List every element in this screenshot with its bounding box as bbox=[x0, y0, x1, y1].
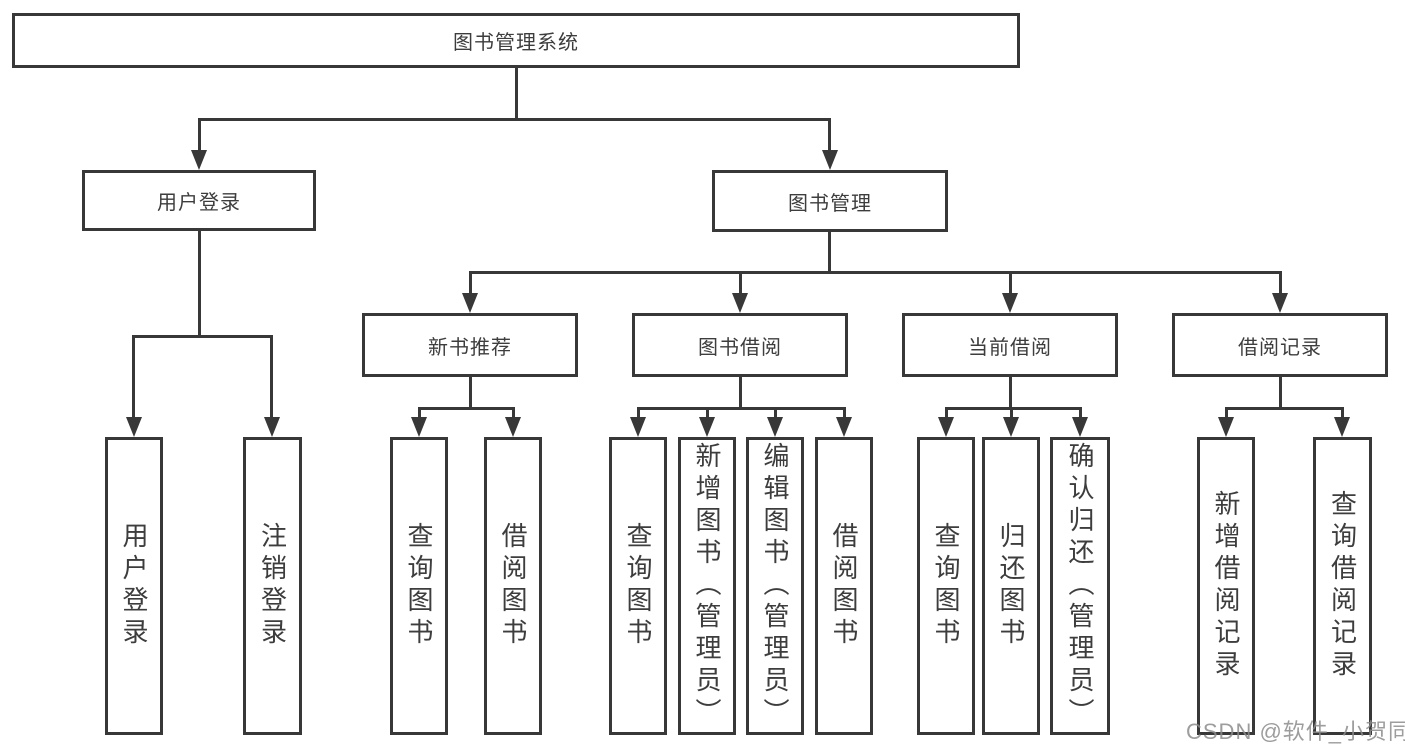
arrow-down-icon bbox=[505, 417, 521, 437]
arrow-down-icon bbox=[462, 293, 478, 313]
leaf-current-confirm-admin-label: 确认归还（管理员） bbox=[1065, 442, 1095, 730]
arrow-down-icon bbox=[191, 150, 207, 170]
arrow-down-icon bbox=[767, 417, 783, 437]
watermark: CSDN @软件_小贺同学 bbox=[1186, 719, 1405, 744]
connector-line bbox=[270, 335, 273, 419]
leaf-borrow-edit-admin: 编辑图书（管理员） bbox=[746, 437, 804, 735]
connector-line bbox=[1279, 271, 1282, 295]
leaf-current-query-label: 查询图书 bbox=[931, 522, 961, 650]
leaf-borrow-query-label: 查询图书 bbox=[623, 522, 653, 650]
arrow-down-icon bbox=[126, 417, 142, 437]
connector-line bbox=[512, 407, 515, 419]
node-book-management-label: 图书管理 bbox=[788, 192, 872, 215]
arrow-down-icon bbox=[938, 417, 954, 437]
connector-line bbox=[706, 407, 709, 419]
connector-line bbox=[419, 407, 514, 410]
leaf-current-confirm-admin: 确认归还（管理员） bbox=[1050, 437, 1110, 735]
node-current-borrow-label: 当前借阅 bbox=[968, 336, 1052, 359]
connector-line bbox=[1079, 407, 1082, 419]
connector-line bbox=[946, 407, 1080, 410]
connector-line bbox=[638, 407, 844, 410]
connector-line bbox=[1009, 377, 1012, 410]
arrow-down-icon bbox=[699, 417, 715, 437]
leaf-logout: 注销登录 bbox=[243, 437, 302, 735]
connector-line bbox=[469, 271, 472, 295]
connector-line bbox=[1341, 407, 1344, 419]
connector-line bbox=[1009, 271, 1012, 295]
arrow-down-icon bbox=[411, 417, 427, 437]
connector-line bbox=[843, 407, 846, 419]
leaf-newbook-query-label: 查询图书 bbox=[404, 522, 434, 650]
arrow-down-icon bbox=[1218, 417, 1234, 437]
connector-line bbox=[418, 407, 421, 419]
node-current-borrow: 当前借阅 bbox=[902, 313, 1118, 377]
node-root: 图书管理系统 bbox=[12, 13, 1020, 68]
connector-line bbox=[1226, 407, 1342, 410]
arrow-down-icon bbox=[1272, 293, 1288, 313]
node-book-borrow: 图书借阅 bbox=[632, 313, 848, 377]
arrow-down-icon bbox=[1003, 417, 1019, 437]
node-root-label: 图书管理系统 bbox=[453, 32, 579, 54]
connector-line bbox=[828, 232, 831, 274]
connector-line bbox=[1225, 407, 1228, 419]
connector-line bbox=[739, 377, 742, 410]
arrow-down-icon bbox=[836, 417, 852, 437]
connector-line bbox=[198, 231, 201, 336]
leaf-borrow-add-admin: 新增图书（管理员） bbox=[678, 437, 736, 735]
node-borrow-records-label: 借阅记录 bbox=[1238, 336, 1322, 359]
connector-line bbox=[1010, 407, 1013, 419]
arrow-down-icon bbox=[732, 293, 748, 313]
arrow-down-icon bbox=[1002, 293, 1018, 313]
arrow-down-icon bbox=[1072, 417, 1088, 437]
connector-line bbox=[199, 118, 830, 121]
node-user-login-label: 用户登录 bbox=[157, 192, 241, 214]
connector-line bbox=[1279, 377, 1282, 410]
node-book-management: 图书管理 bbox=[712, 170, 948, 232]
connector-line bbox=[132, 335, 135, 419]
leaf-user-login: 用户登录 bbox=[105, 437, 163, 735]
node-book-borrow-label: 图书借阅 bbox=[698, 336, 782, 359]
leaf-borrow-borrow-label: 借阅图书 bbox=[829, 522, 859, 650]
node-user-login: 用户登录 bbox=[82, 170, 316, 231]
leaf-current-return-label: 归还图书 bbox=[996, 522, 1026, 650]
leaf-current-return: 归还图书 bbox=[982, 437, 1040, 735]
leaf-borrow-edit-admin-label: 编辑图书（管理员） bbox=[760, 442, 790, 730]
leaf-records-add: 新增借阅记录 bbox=[1197, 437, 1255, 735]
leaf-records-query: 查询借阅记录 bbox=[1313, 437, 1372, 735]
connector-line bbox=[774, 407, 777, 419]
leaf-user-login-label: 用户登录 bbox=[119, 522, 149, 650]
connector-line bbox=[134, 335, 273, 338]
arrow-down-icon bbox=[630, 417, 646, 437]
node-new-book-recommend: 新书推荐 bbox=[362, 313, 578, 377]
leaf-borrow-query: 查询图书 bbox=[609, 437, 667, 735]
connector-line bbox=[945, 407, 948, 419]
leaf-newbook-query: 查询图书 bbox=[390, 437, 448, 735]
leaf-borrow-borrow: 借阅图书 bbox=[815, 437, 873, 735]
node-borrow-records: 借阅记录 bbox=[1172, 313, 1388, 377]
leaf-borrow-add-admin-label: 新增图书（管理员） bbox=[692, 442, 722, 730]
connector-line bbox=[637, 407, 640, 419]
connector-line bbox=[469, 377, 472, 410]
connector-line bbox=[739, 271, 742, 295]
connector-line bbox=[515, 68, 518, 118]
connector-line bbox=[828, 118, 831, 152]
arrow-down-icon bbox=[1334, 417, 1350, 437]
leaf-records-query-label: 查询借阅记录 bbox=[1327, 490, 1358, 682]
leaf-newbook-borrow: 借阅图书 bbox=[484, 437, 542, 735]
arrow-down-icon bbox=[822, 150, 838, 170]
connector-line bbox=[198, 118, 201, 152]
arrow-down-icon bbox=[264, 417, 280, 437]
leaf-logout-label: 注销登录 bbox=[257, 522, 288, 650]
node-new-book-label: 新书推荐 bbox=[428, 336, 512, 359]
connector-line bbox=[470, 271, 1280, 274]
leaf-records-add-label: 新增借阅记录 bbox=[1211, 490, 1241, 682]
leaf-current-query: 查询图书 bbox=[917, 437, 975, 735]
leaf-newbook-borrow-label: 借阅图书 bbox=[498, 522, 528, 650]
